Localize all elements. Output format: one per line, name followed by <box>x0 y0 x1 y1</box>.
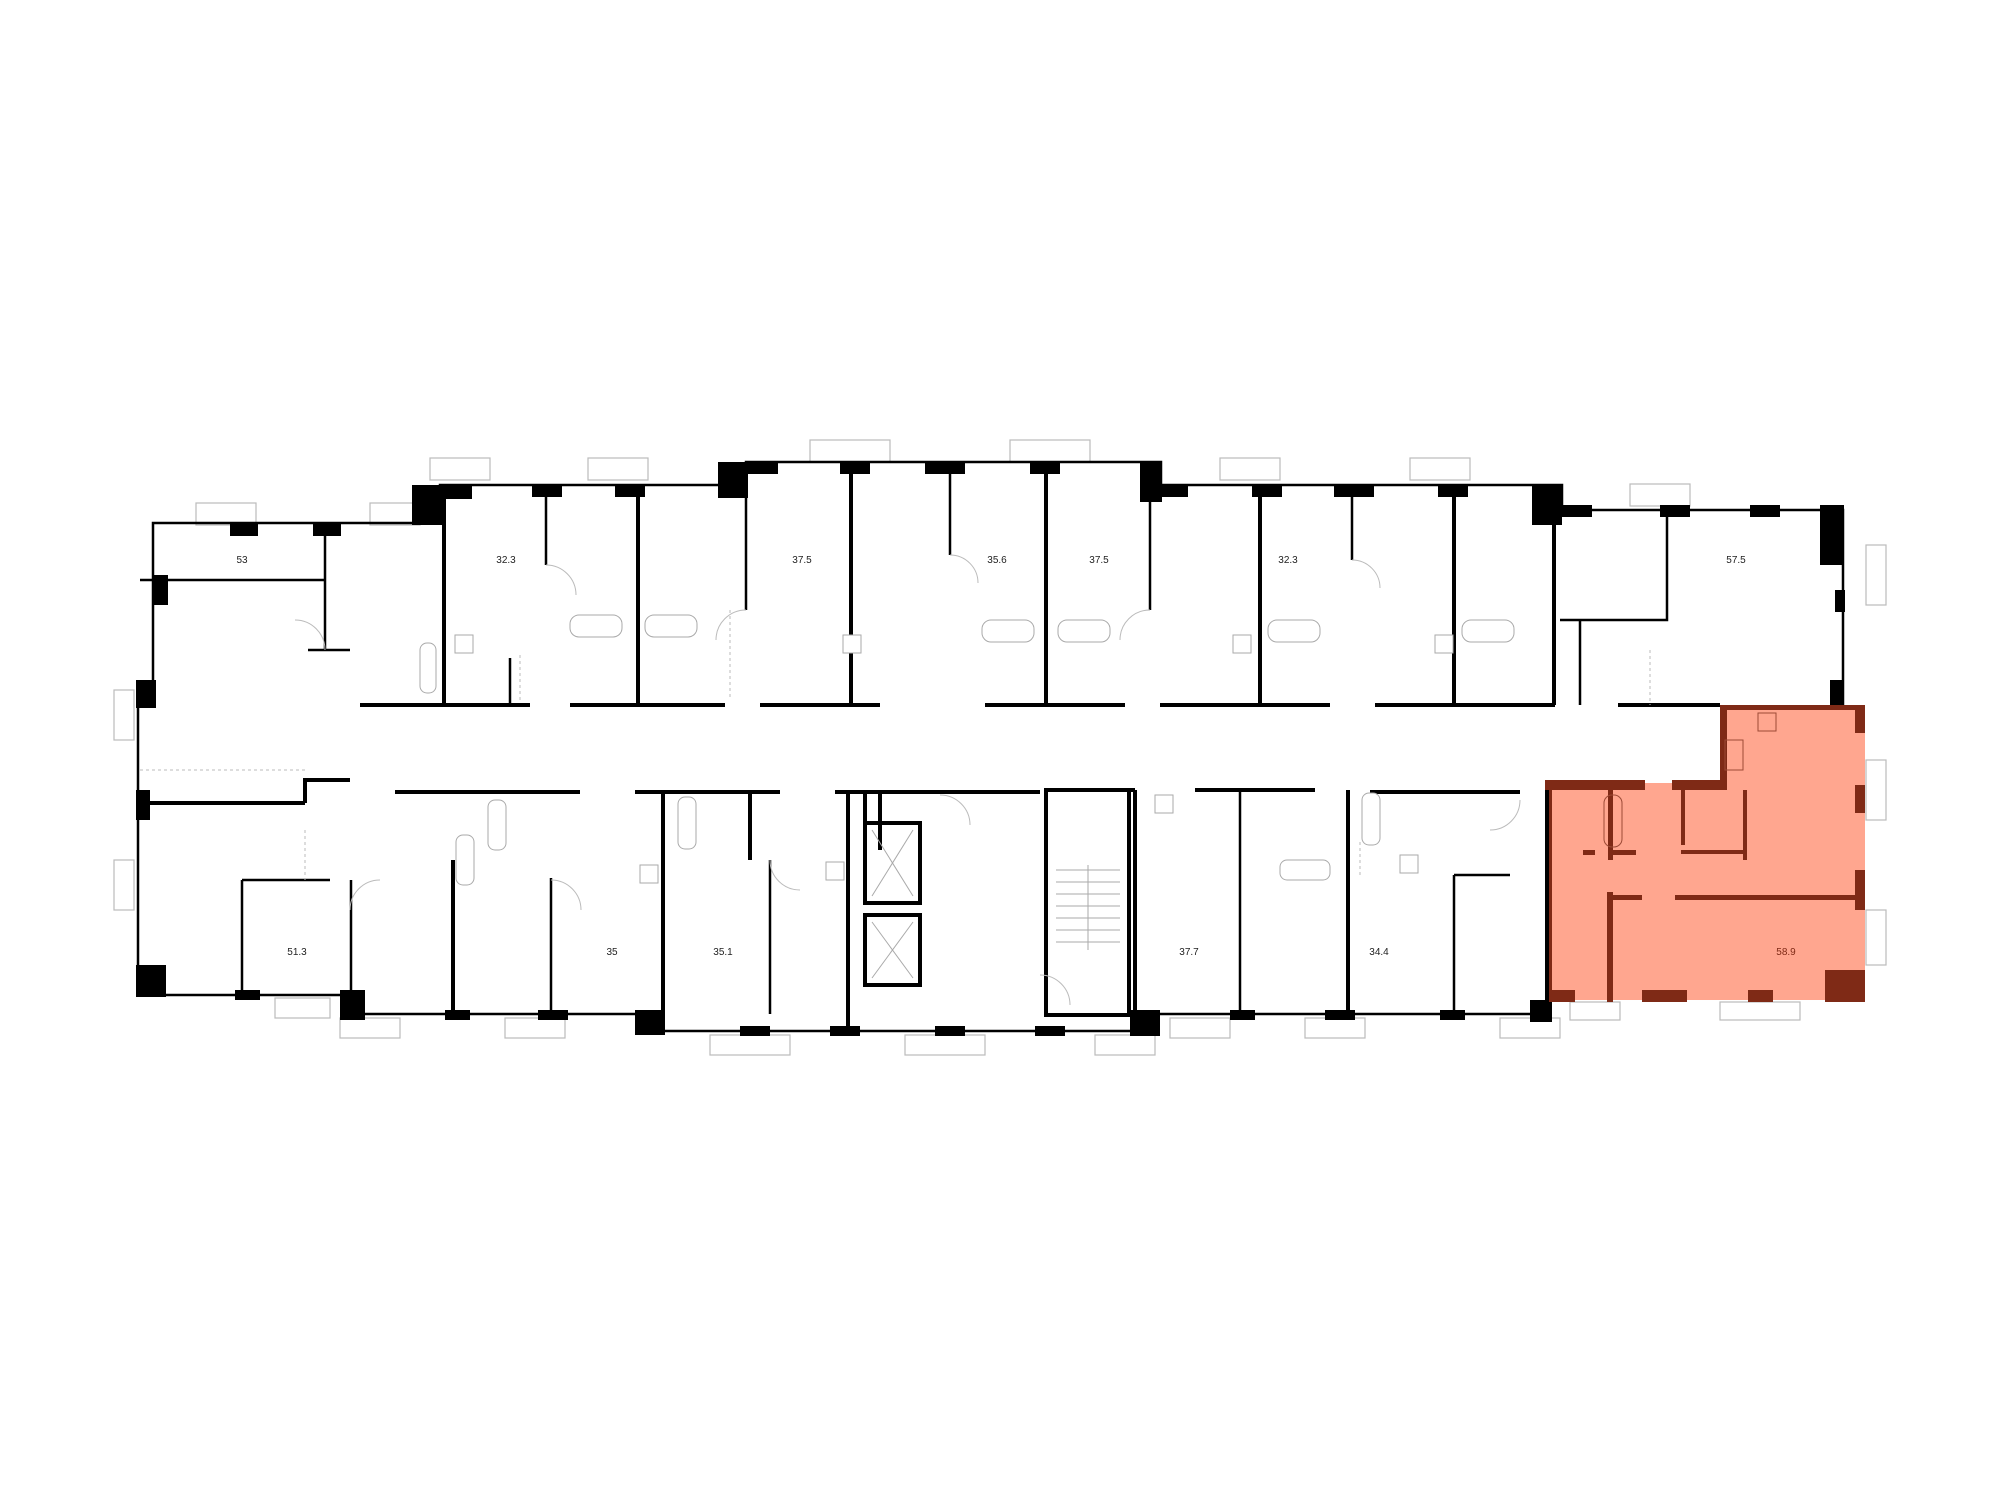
area-label-35-1: 35.1 <box>713 947 733 958</box>
outer-perimeter <box>151 460 1845 707</box>
interior-walls <box>140 474 1669 1031</box>
area-label-34-4: 34.4 <box>1369 947 1389 958</box>
area-label-58-9-selected[interactable]: 58.9 <box>1776 947 1796 958</box>
area-label-51-3: 51.3 <box>287 947 307 958</box>
area-label-35-6: 35.6 <box>987 555 1007 566</box>
selected-apartment-fixtures <box>1603 712 1777 848</box>
corridor-walls <box>140 703 1720 805</box>
elevator-shafts <box>863 821 922 987</box>
area-label-53: 53 <box>236 555 248 566</box>
apartment-area-labels: 53 32.3 37.5 35.6 37.5 32.3 57.5 51.3 35… <box>236 555 1796 958</box>
bathroom-fixtures <box>419 614 1515 886</box>
doors <box>140 554 1651 1006</box>
area-label-32-3: 32.3 <box>496 555 516 566</box>
area-label-37-7: 37.7 <box>1179 947 1199 958</box>
area-label-35: 35 <box>606 947 618 958</box>
area-label-37-5: 37.5 <box>1089 555 1109 566</box>
structural-piers <box>136 462 1845 1036</box>
area-label-57-5: 57.5 <box>1726 555 1746 566</box>
area-label-37-5: 37.5 <box>792 555 812 566</box>
stairwell <box>1044 788 1131 1017</box>
area-label-32-3: 32.3 <box>1278 555 1298 566</box>
